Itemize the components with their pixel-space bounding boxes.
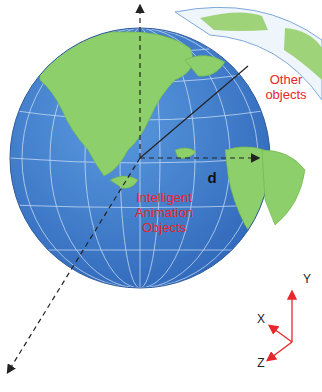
object-label: Intelligent Animation Objects xyxy=(122,190,206,235)
object-label: Other objects xyxy=(255,72,317,102)
distance-label: d xyxy=(204,170,220,185)
axis-label: X xyxy=(254,312,268,327)
axis-label: Z xyxy=(254,356,268,371)
axis-label: Y xyxy=(300,272,314,287)
